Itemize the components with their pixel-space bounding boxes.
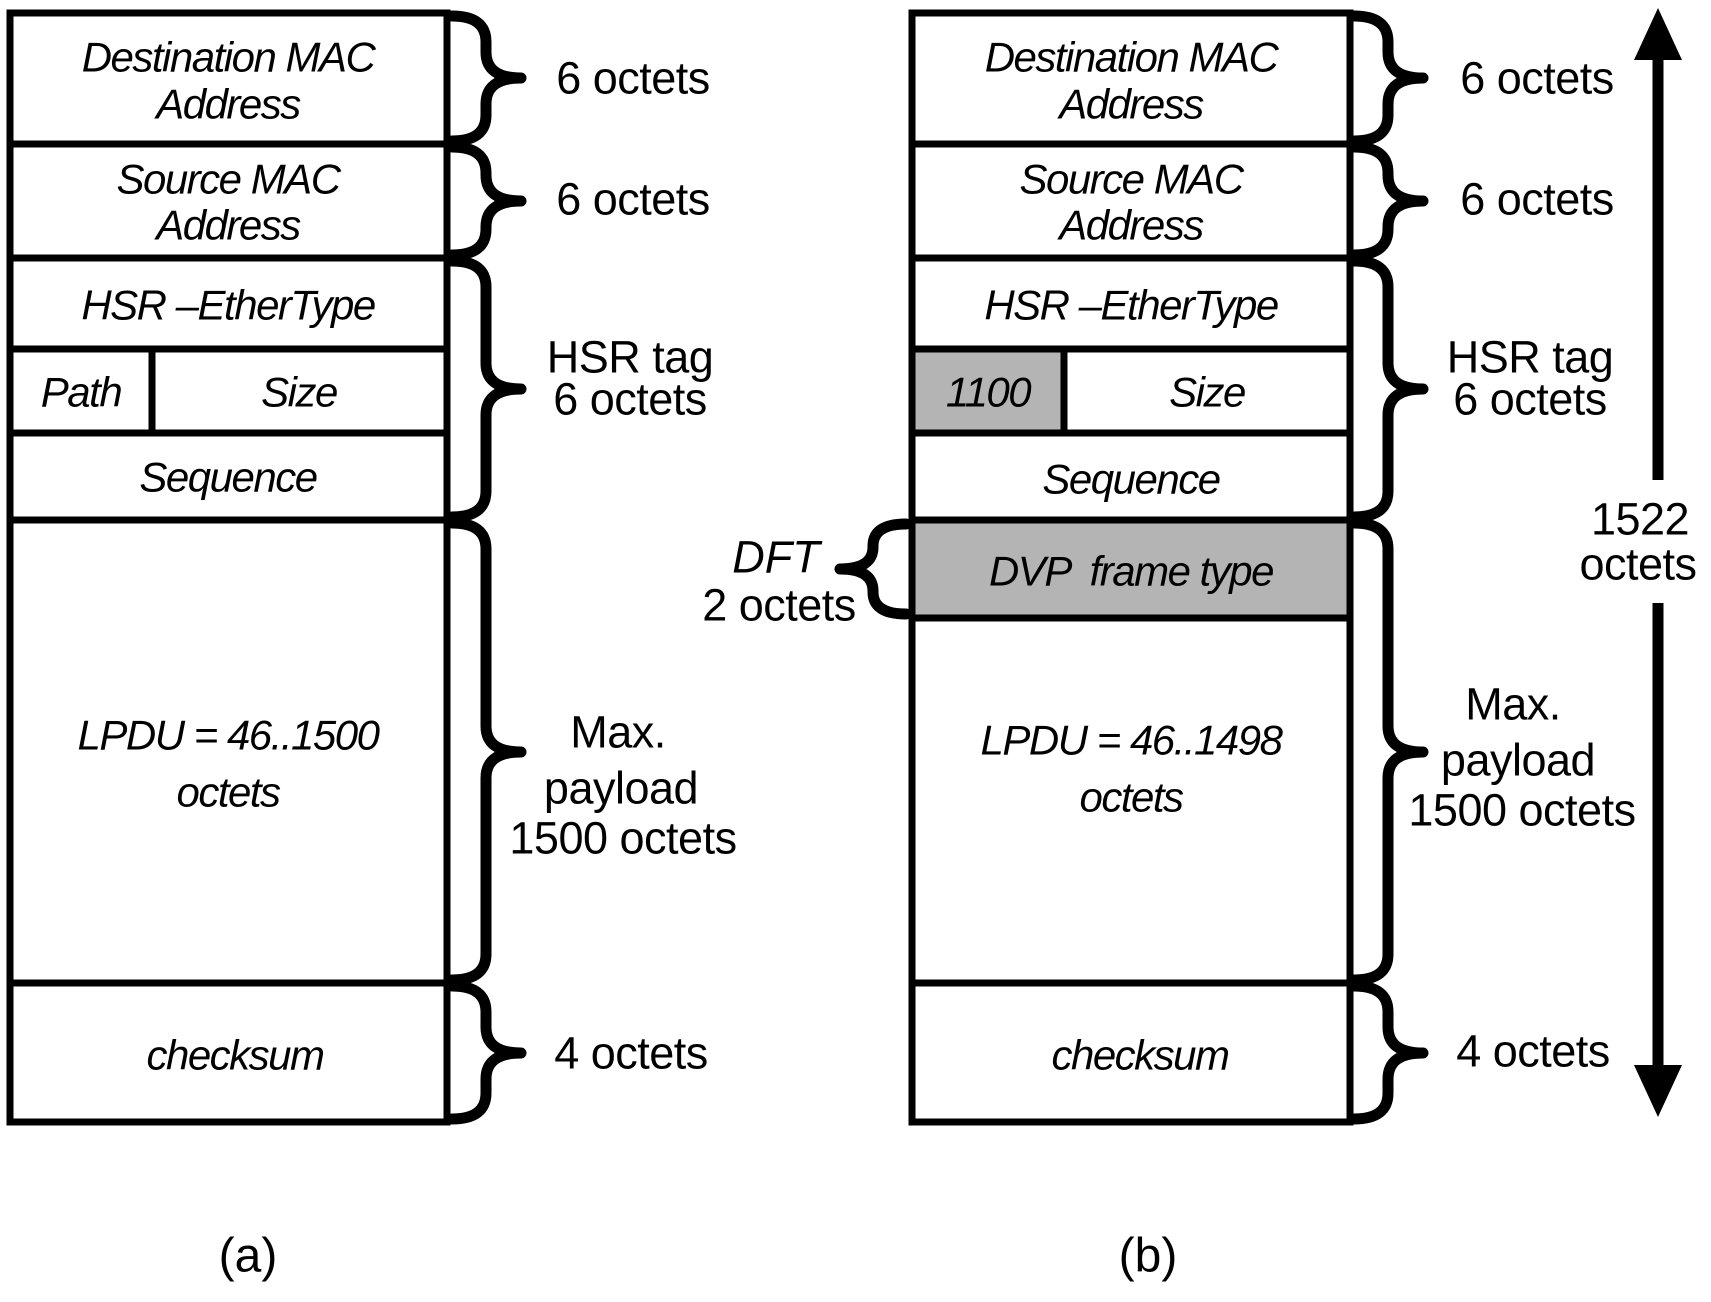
path-label-a: Path [41, 369, 122, 416]
hsr-tag-label-b: HSR tag [1447, 332, 1614, 383]
brace-checksum-b [1348, 980, 1429, 1125]
brace-source-mac-a [446, 141, 527, 261]
src-mac-size-label-b: 6 octets [1460, 174, 1614, 225]
source-mac-label2-a: Address [153, 202, 301, 249]
total-size-label: 1522 [1591, 494, 1689, 545]
max-payload-label3-a: 1500 octets [509, 813, 736, 864]
src-mac-size-label-a: 6 octets [556, 174, 710, 225]
brace-checksum-a [446, 980, 527, 1125]
max-payload-label2-a: payload [544, 763, 698, 814]
dest-mac-size-label-a: 6 octets [556, 53, 710, 104]
lpdu-label2-b: octets [1079, 774, 1184, 821]
brace-dest-mac-a [446, 10, 527, 147]
brace-source-mac-b [1348, 141, 1429, 261]
destination-mac-label2-b: Address [1056, 81, 1204, 128]
destination-mac-label-b: Destination MAC [985, 34, 1280, 81]
diagram-b: Destination MAC Address Source MAC Addre… [702, 8, 1697, 1283]
brace-dest-mac-b [1348, 10, 1429, 147]
lpdu-label2-a: octets [176, 769, 281, 816]
max-payload-label3-b: 1500 octets [1408, 785, 1635, 836]
field-dvp-frame-type-b [908, 516, 1354, 622]
size-label-b: Size [1169, 369, 1245, 416]
brace-hsr-tag-a [446, 255, 527, 523]
lpdu-label-a: LPDU = 46..1500 [78, 712, 381, 759]
dft-label: DFT [732, 532, 823, 583]
arrow-head-down-icon [1634, 1065, 1682, 1117]
field-sequence-b [908, 429, 1354, 524]
source-mac-label-b: Source MAC [1019, 156, 1244, 203]
dft-brace [834, 518, 912, 620]
dft-size-label: 2 octets [702, 580, 856, 631]
path-value-label-b: 1100 [946, 369, 1032, 416]
hsr-tag-label-a: HSR tag [547, 332, 714, 383]
field-checksum-a [6, 979, 451, 1126]
total-size-label2: octets [1579, 539, 1696, 590]
field-sequence-a [6, 429, 451, 524]
max-payload-label-a: Max. [570, 707, 666, 758]
caption-a: (a) [219, 1230, 278, 1283]
dest-mac-size-label-b: 6 octets [1460, 53, 1614, 104]
arrow-head-up-icon [1634, 8, 1682, 60]
size-label-a: Size [261, 369, 337, 416]
field-destination-mac-a [6, 9, 451, 148]
source-mac-label2-b: Address [1056, 202, 1204, 249]
destination-mac-label-a: Destination MAC [82, 34, 377, 81]
checksum-size-label-a: 4 octets [554, 1028, 708, 1079]
max-payload-label-b: Max. [1465, 679, 1561, 730]
caption-b: (b) [1119, 1230, 1178, 1283]
checksum-size-label-b: 4 octets [1456, 1026, 1610, 1077]
field-destination-mac-b [908, 9, 1354, 148]
diagram-a: Destination MAC Address Source MAC Addre… [6, 9, 737, 1283]
sequence-label-b: Sequence [1042, 456, 1219, 503]
hsr-tag-size-label-a: 6 octets [553, 374, 707, 425]
brace-hsr-tag-b [1348, 255, 1429, 523]
sequence-label-a: Sequence [139, 454, 316, 501]
destination-mac-label2-a: Address [153, 81, 301, 128]
ethertype-label-b: HSR –EtherType [984, 282, 1277, 329]
checksum-label-b: checksum [1051, 1032, 1229, 1079]
field-lpdu-b [908, 614, 1354, 987]
dvp-frame-type-label-b: DVP frame type [989, 548, 1273, 595]
hsr-tag-size-label-b: 6 octets [1453, 374, 1607, 425]
checksum-label-a: checksum [146, 1032, 324, 1079]
field-checksum-b [908, 979, 1354, 1126]
total-length-arrow: 1522 octets [1579, 8, 1697, 1117]
field-path-value-b [908, 345, 1068, 437]
brace-payload-b [1348, 517, 1429, 986]
ethertype-label-a: HSR –EtherType [81, 282, 374, 329]
max-payload-label2-b: payload [1441, 735, 1595, 786]
brace-payload-a [446, 517, 527, 986]
field-source-mac-b [908, 140, 1354, 262]
source-mac-label-a: Source MAC [116, 156, 341, 203]
lpdu-label-b: LPDU = 46..1498 [981, 717, 1284, 764]
